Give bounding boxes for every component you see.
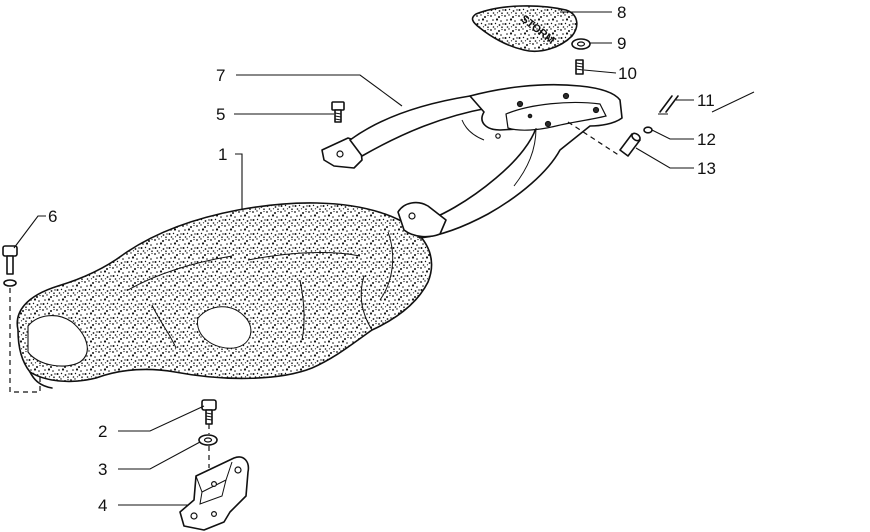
callout-7: 7 (216, 66, 225, 85)
washer-part-3 (198, 434, 218, 446)
leader-10 (583, 69, 617, 74)
leader-2 (118, 405, 205, 432)
callout-8: 8 (617, 3, 626, 22)
sleeve-part-13 (619, 132, 641, 157)
callout-4: 4 (98, 496, 107, 515)
callout-5: 5 (216, 105, 225, 124)
callout-2: 2 (98, 422, 107, 441)
callout-6: 6 (48, 207, 57, 226)
leader-1 (235, 153, 243, 210)
reference-line (711, 91, 755, 113)
hinge-bracket-part-4 (179, 456, 250, 531)
leader-13 (635, 147, 694, 169)
callout-10: 10 (618, 64, 637, 83)
pin-part-11 (658, 95, 679, 115)
plate-part-8: STORM (471, 5, 578, 52)
latch-pin-part-6 (2, 245, 18, 287)
leader-6 (13, 215, 46, 249)
washer-part-9 (571, 38, 591, 50)
callout-1: 1 (218, 145, 227, 164)
callout-3: 3 (98, 460, 107, 479)
leader-lines (13, 11, 694, 506)
leader-3 (118, 441, 201, 470)
callout-12: 12 (697, 130, 716, 149)
callout-13: 13 (697, 159, 716, 178)
leader-7 (236, 74, 403, 107)
callout-11: 11 (697, 91, 715, 110)
callout-9: 9 (617, 34, 626, 53)
leader-12 (651, 129, 694, 140)
assembly-line-13 (567, 121, 621, 157)
ring-part-12 (643, 126, 653, 134)
stud-part-10 (575, 59, 584, 75)
assembly-line-6 (9, 288, 41, 393)
bolt-part-2 (201, 399, 217, 425)
callout-numbers: 1 2 3 4 5 6 7 8 9 10 11 12 13 (48, 3, 716, 515)
seat (16, 202, 433, 389)
bolt-part-5 (331, 101, 345, 123)
